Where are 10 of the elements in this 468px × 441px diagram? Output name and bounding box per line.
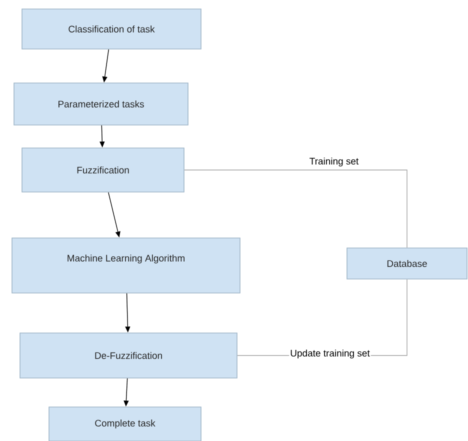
edge-label: Update training set	[289, 348, 371, 360]
edge-label: Training set	[308, 156, 360, 168]
connector-line	[184, 170, 408, 248]
process-box: Database	[346, 248, 468, 280]
process-box: Classification of task	[22, 8, 202, 50]
process-box: Parameterized tasks	[14, 82, 188, 126]
process-box: Complete task	[48, 406, 202, 441]
process-box: Fuzzification	[22, 148, 184, 192]
process-box: De-Fuzzification	[20, 332, 238, 378]
process-box: Machine Learning Algorithm	[12, 238, 240, 294]
